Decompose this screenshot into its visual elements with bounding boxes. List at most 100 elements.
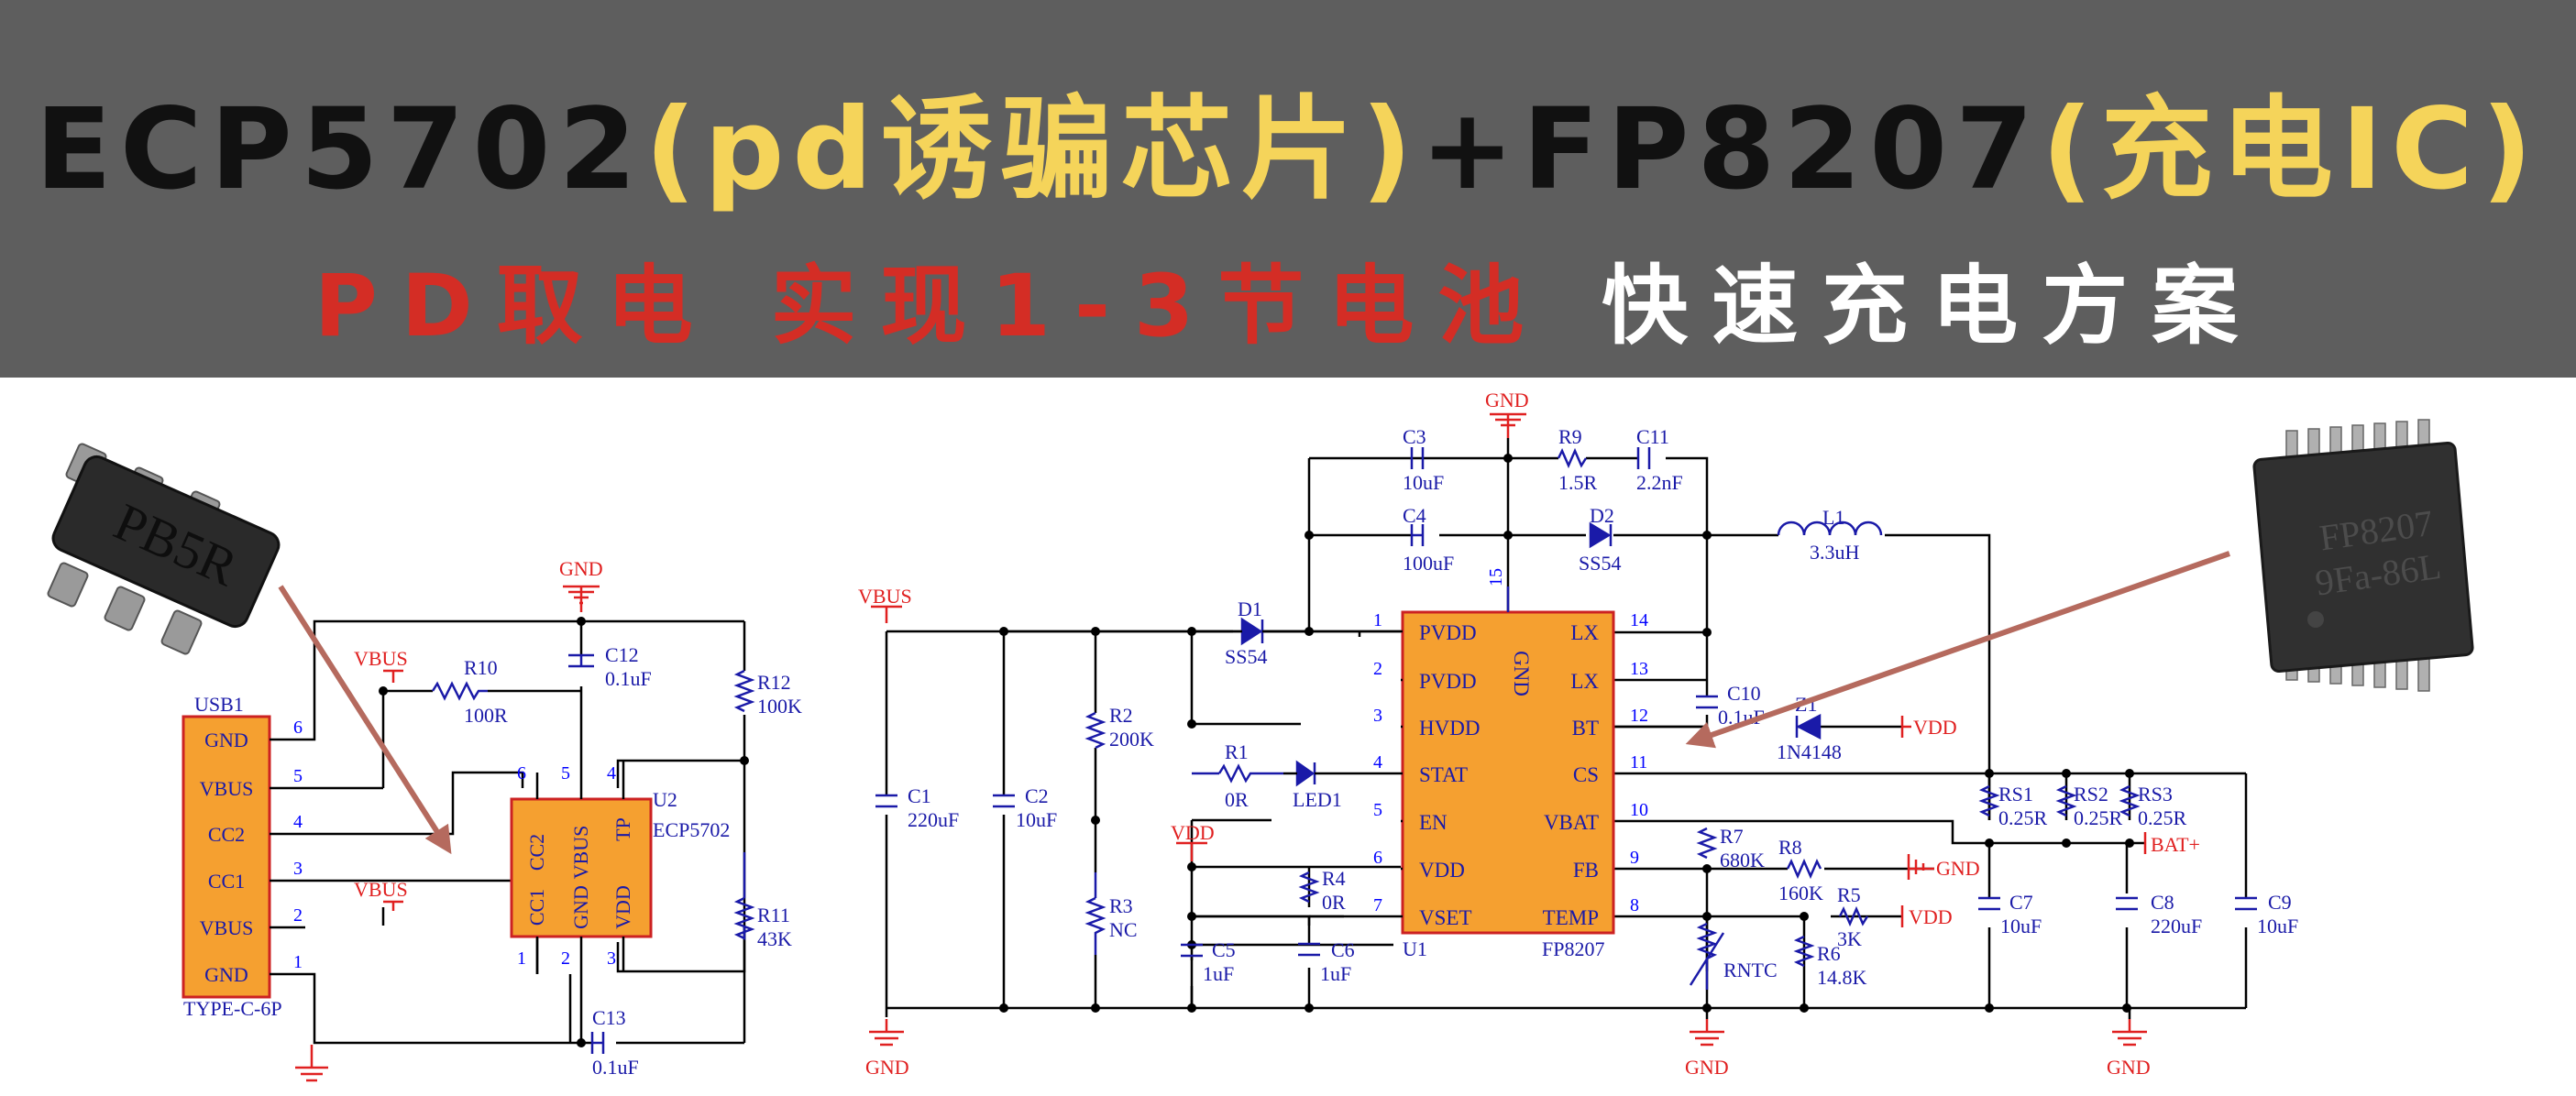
u1-pin-num: 10 <box>1630 800 1648 820</box>
usb-pin-num: 3 <box>293 859 303 879</box>
u2-pin-name: CC1 <box>525 889 548 926</box>
ref-label: R12 <box>757 671 791 694</box>
usb-pin-num: 2 <box>293 905 303 926</box>
subtitle-part: PD取电 实现1-3节电池 <box>314 257 1548 356</box>
net-label: VDD <box>1171 821 1215 844</box>
ref-label: C5 <box>1212 938 1236 961</box>
u1-pin-name: VDD <box>1419 859 1465 882</box>
ref-label: RS3 <box>2138 783 2173 806</box>
ref-label: C10 <box>1727 682 1761 705</box>
subtitle: PD取电 实现1-3节电池 快速充电方案 <box>0 236 2576 361</box>
value-label: 200K <box>1109 728 1154 751</box>
u2-pin-name: TP <box>611 817 634 841</box>
u1-pin-num: 6 <box>1373 848 1382 868</box>
usb-pin-num: 6 <box>293 718 303 738</box>
value-label: 1uF <box>1203 962 1234 985</box>
net-label: VDD <box>1913 716 1957 739</box>
u1-pin-name: PVDD <box>1419 670 1477 693</box>
value-label: 1N4148 <box>1777 740 1842 763</box>
ref-label: C11 <box>1636 425 1669 448</box>
value-label: 0.25R <box>2138 806 2187 829</box>
ref-label: C9 <box>2268 891 2292 914</box>
ref-label: RS1 <box>1998 783 2033 806</box>
u1-pin-name: LX <box>1570 670 1599 693</box>
ref-label: R9 <box>1558 425 1582 448</box>
value-label: NC <box>1109 918 1138 941</box>
u1-pin-num: 3 <box>1373 706 1382 726</box>
u1-pin-num: 15 <box>1486 568 1506 586</box>
value-label: LED1 <box>1293 788 1342 811</box>
diodes <box>1240 521 1822 787</box>
ref-label: C2 <box>1025 784 1049 807</box>
usb-pin-num: 1 <box>293 952 303 972</box>
net-label: GND <box>865 1056 909 1079</box>
value-label: 160K <box>1778 882 1823 904</box>
ref-label: R11 <box>757 904 790 926</box>
title-part: ECP5702 <box>35 84 645 214</box>
u2-ref: U2 <box>653 788 677 811</box>
net-label: VDD <box>1909 905 1953 928</box>
u1-pin-name: BT <box>1572 717 1599 740</box>
u1-pin-num: 8 <box>1630 895 1639 915</box>
usb-pin-name: VBUS <box>200 916 254 939</box>
u2-pin-name: GND <box>569 885 592 929</box>
ref-label: R2 <box>1109 704 1133 727</box>
usb-pin-name: GND <box>204 729 248 751</box>
ref-label: L1 <box>1822 506 1844 529</box>
ref-label: R10 <box>464 656 498 679</box>
title-part: +FP8207 <box>1420 84 2042 214</box>
value-label: RNTC <box>1723 959 1778 981</box>
arrow-to-u1 <box>1685 551 2230 749</box>
value-label: 2.2nF <box>1636 471 1683 494</box>
value-label: 1uF <box>1320 962 1351 985</box>
u1-pin-num: 2 <box>1373 659 1382 679</box>
value-label: 43K <box>757 927 792 950</box>
ref-label: C3 <box>1403 425 1426 448</box>
wires <box>305 438 2248 1045</box>
ref-label: R6 <box>1817 942 1841 965</box>
ref-label: C7 <box>2009 891 2033 914</box>
u1-pin-name: HVDD <box>1419 717 1480 740</box>
u1-pin-num: 14 <box>1630 610 1648 630</box>
fp8207-chip-image: FP8207 9Fa-86L <box>2252 419 2474 692</box>
main-title: ECP5702(pd诱骗芯片)+FP8207(充电IC) <box>0 59 2576 221</box>
value-label: 0.25R <box>1998 806 2048 829</box>
ref-label: C1 <box>908 784 931 807</box>
usb-pin-name: VBUS <box>200 777 254 800</box>
u1-value: FP8207 <box>1542 937 1604 960</box>
value-label: 0R <box>1225 788 1249 811</box>
junctions <box>379 454 2134 1047</box>
component-symbols <box>431 447 2257 1054</box>
usb-connector: USB1 TYPE-C-6P GND VBUS CC2 CC1 VBUS GND… <box>182 693 305 1020</box>
value-label: 220uF <box>908 808 959 831</box>
ref-label: D2 <box>1590 504 1614 527</box>
value-label: 3.3uH <box>1810 541 1860 564</box>
u2-pin-name: CC2 <box>525 834 548 871</box>
component-labels: R10 100R C12 0.1uF R12 100K R11 43K C13 … <box>464 425 2298 1079</box>
value-label: 10uF <box>2257 915 2298 937</box>
power-symbols <box>295 412 2147 1082</box>
net-labels: GND VBUS VBUS VBUS VDD GND GND GND GND V… <box>354 389 2200 1079</box>
value-label: 100uF <box>1403 552 1454 575</box>
value-label: 0R <box>1322 891 1346 914</box>
u2-pin-num: 3 <box>607 948 616 969</box>
u1-pin-num: 12 <box>1630 706 1648 726</box>
usb-pin-name: GND <box>204 963 248 986</box>
u1-ref: U1 <box>1403 937 1427 960</box>
title-part: (pd诱骗芯片) <box>644 84 1421 214</box>
ref-label: D1 <box>1238 597 1262 620</box>
ref-label: R5 <box>1837 883 1861 906</box>
subtitle-part: 快速充电方案 <box>1547 257 2262 356</box>
usb-pin-name: CC2 <box>208 823 245 846</box>
value-label: 100K <box>757 695 802 718</box>
u1-pin-name: VSET <box>1419 906 1472 929</box>
u2-pin-num: 2 <box>561 948 570 969</box>
u1-pin-name: EN <box>1419 811 1448 834</box>
u1-pin-num: 11 <box>1630 752 1647 773</box>
pb5r-chip-image: PB5R <box>47 443 281 655</box>
u1-ic: PVDD PVDD HVDD STAT EN VDD VSET LX LX BT… <box>1373 568 1648 960</box>
title-part: (充电IC) <box>2042 84 2541 214</box>
ref-label: C13 <box>592 1006 626 1029</box>
net-label: GND <box>1485 389 1529 411</box>
u2-pin-name: VDD <box>611 885 634 929</box>
